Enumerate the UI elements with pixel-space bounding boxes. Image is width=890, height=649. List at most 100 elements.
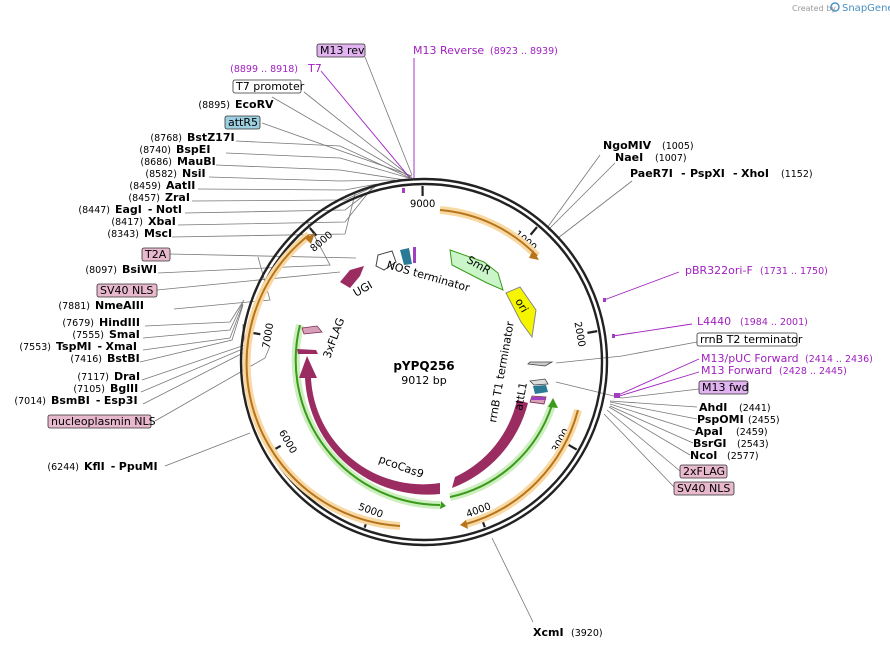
pbr322-pos: (1731 .. 1750) xyxy=(760,266,828,277)
orange-arrow-right xyxy=(460,520,468,529)
enzyme-separator: - xyxy=(111,460,116,473)
flag2-label: 2xFLAG xyxy=(683,465,725,478)
m13fwd-primer-pos: (2428 .. 2445) xyxy=(779,366,847,377)
enzyme-name: BspEI xyxy=(176,143,210,156)
flag2-box xyxy=(679,464,728,479)
apai-name: ApaI xyxy=(695,425,723,438)
enzyme-name: EagI xyxy=(115,203,142,216)
enzyme-name: XbaI xyxy=(148,215,176,228)
pspxi-name: PspXI xyxy=(690,167,725,180)
tick-label: 2000 xyxy=(571,321,586,348)
paer7i-sep2: - xyxy=(733,167,738,180)
tick-mark xyxy=(529,226,538,236)
enzyme-pos: (8768) xyxy=(150,133,182,144)
green-arrow-left xyxy=(440,501,446,509)
leader-lines xyxy=(139,56,700,623)
xcmi-name: XcmI xyxy=(533,626,564,639)
sv40-left-feature xyxy=(297,349,318,354)
orange-arrow-left xyxy=(305,233,315,244)
enzyme-name-alt: NotI xyxy=(156,203,182,216)
smr-feature xyxy=(449,249,504,291)
paer7i-pos: (1152) xyxy=(781,169,813,180)
l4440-pos: (1984 .. 2001) xyxy=(740,317,808,328)
m13-reverse-pos: (8923 .. 8939) xyxy=(490,46,558,57)
feature-orange-top xyxy=(439,209,538,257)
attl1-label: attL1 xyxy=(512,381,530,411)
purple-marker-pbr xyxy=(603,298,606,302)
t2a-label: T2A xyxy=(144,248,167,261)
enzyme-name: KflI xyxy=(84,460,105,473)
enzyme-separator: - xyxy=(96,394,101,407)
enzyme-name: MauBI xyxy=(177,155,216,168)
enzyme-pos: (8447) xyxy=(78,205,110,216)
enzyme-name: BsiWI xyxy=(122,263,157,276)
ori-feature xyxy=(505,286,537,339)
nucleoplasmin-label: nucleoplasmin NLS xyxy=(51,415,156,428)
credit-prefix: Created by xyxy=(792,4,836,13)
enzyme-pos: (8097) xyxy=(85,265,117,276)
ngomiv-name: NgoMIV xyxy=(603,139,652,152)
enzyme-pos: (8457) xyxy=(128,193,160,204)
nucleoplasmin-box xyxy=(47,414,152,429)
enzyme-pos: (7014) xyxy=(14,396,46,407)
enzyme-name: SmaI xyxy=(109,328,140,341)
bsrgi-name: BsrGI xyxy=(693,437,726,450)
rrnb-t2-box xyxy=(696,332,798,347)
pspomi-pos: (2455) xyxy=(748,415,780,426)
sv40-left-label: SV40 NLS xyxy=(100,284,153,297)
enzyme-pos: (7416) xyxy=(70,354,102,365)
enzyme-name: BglII xyxy=(110,382,138,395)
enzyme-pos: (8740) xyxy=(139,145,171,156)
enzyme-name: BstZ17I xyxy=(187,131,235,144)
plasmid-name: pYPQ256 xyxy=(393,359,454,373)
tick-mark xyxy=(567,443,578,451)
enzyme-pos: (8686) xyxy=(140,157,172,168)
enzyme-name: ZraI xyxy=(165,191,190,204)
ncoi-pos: (2577) xyxy=(727,451,759,462)
feature-orange-left xyxy=(245,234,401,527)
l4440-name: L4440 xyxy=(697,315,731,328)
t7-promoter-label: T7 promoter xyxy=(235,80,305,93)
enzyme-pos: (7117) xyxy=(77,372,109,383)
pcocas9-label: pcoCas9 xyxy=(377,453,426,481)
tick-mark xyxy=(587,330,598,334)
enzyme-pos: (7679) xyxy=(62,318,94,329)
enzyme-pos: (7105) xyxy=(73,384,105,395)
enzyme-pos: (8417) xyxy=(111,217,143,228)
tick-mark xyxy=(309,227,318,237)
credit-brand: SnapGene xyxy=(842,3,890,14)
rrnb-t2-label: rrnB T2 terminator xyxy=(700,333,803,346)
green-arrow-right xyxy=(548,398,558,408)
tick-label: 7000 xyxy=(261,322,276,349)
tick-label: 6000 xyxy=(276,428,298,456)
enzyme-name: DraI xyxy=(114,370,140,383)
ahdi-name: AhdI xyxy=(699,401,727,414)
enzyme-name-alt: XmaI xyxy=(106,340,137,353)
feature-green-left xyxy=(294,324,441,506)
m13-fwd-box xyxy=(698,380,749,395)
xcmi-pos: (3920) xyxy=(571,628,603,639)
tick-label: 8000 xyxy=(309,230,336,255)
enzyme-name: TspMI xyxy=(56,340,92,353)
enzyme-name: MscI xyxy=(144,227,172,240)
enzyme-pos: (8459) xyxy=(129,181,161,192)
enzyme-name: NsiI xyxy=(182,167,206,180)
rrnb-t1-feature xyxy=(529,378,549,386)
t7-promoter-box xyxy=(232,79,302,94)
backbone-outer xyxy=(239,177,609,547)
m13fwd-primer-name: M13 Forward xyxy=(701,364,772,377)
ecorv-pos: (8895) xyxy=(198,100,230,111)
xhoi-name: XhoI xyxy=(741,167,769,180)
apai-pos: (2459) xyxy=(736,427,768,438)
teal-feature xyxy=(400,248,412,265)
ori-label: ori xyxy=(512,296,530,315)
enzyme-separator: - xyxy=(98,340,103,353)
naei-pos: (1007) xyxy=(655,153,687,164)
paer7i-name: PaeR7I xyxy=(630,167,673,180)
enzyme-name: BstBI xyxy=(107,352,140,365)
ahdi-pos: (2441) xyxy=(739,403,771,414)
purple-marker-top xyxy=(402,188,405,193)
ecorv-name: EcoRV xyxy=(235,98,274,111)
enzyme-name: BsmBI xyxy=(51,394,90,407)
enzyme-name: NmeAIII xyxy=(95,299,144,312)
